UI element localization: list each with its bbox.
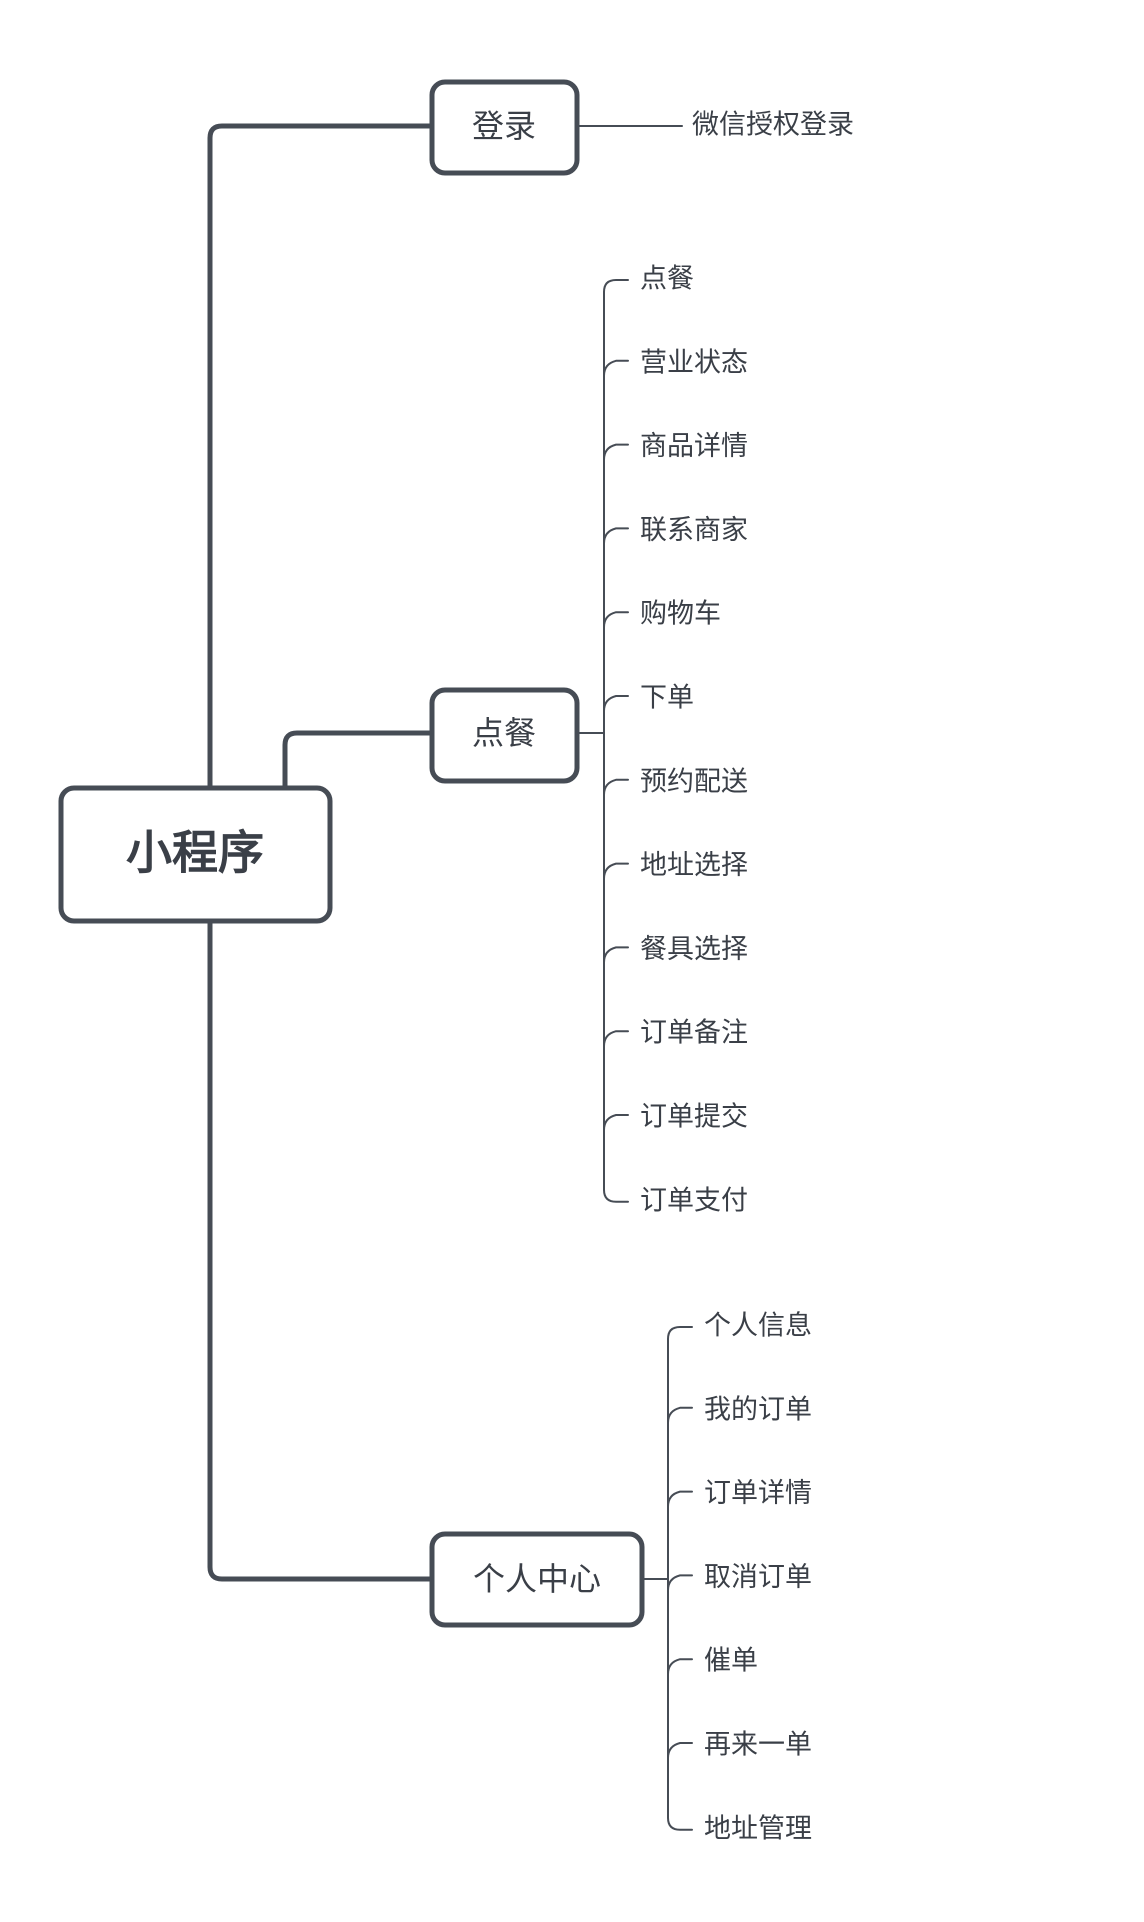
order-leaf-connector <box>603 1114 629 1131</box>
order-leaf-connector <box>603 1188 629 1203</box>
personal-leaf-label[interactable]: 个人信息 <box>704 1311 812 1342</box>
order-leaf-connector <box>603 611 629 629</box>
branch-node-login[interactable]: 登录 <box>429 79 580 176</box>
connector-root-to-order <box>282 730 438 799</box>
order-leaf-label[interactable]: 预约配送 <box>640 766 748 797</box>
branch-node-login-box <box>429 79 580 176</box>
personal-leaf-connector <box>667 1574 693 1592</box>
personal-leaf-label[interactable]: 取消订单 <box>704 1562 812 1593</box>
order-leaf-connector <box>603 359 629 377</box>
personal-leaf-connector <box>667 1326 693 1340</box>
branch-node-personal[interactable]: 个人中心 <box>429 1531 645 1628</box>
order-leaf-label[interactable]: 营业状态 <box>640 347 748 378</box>
branch-node-login-label: 登录 <box>472 107 536 145</box>
order-leaf-connector <box>603 695 629 712</box>
personal-leaf-connector <box>667 1406 693 1424</box>
order-leaf-label[interactable]: 订单支付 <box>640 1185 748 1216</box>
order-leaf-label[interactable]: 地址选择 <box>640 850 748 881</box>
order-leaf-label[interactable]: 订单提交 <box>640 1102 748 1133</box>
branch-node-personal-box <box>429 1531 645 1628</box>
order-leaf-connector <box>603 527 629 545</box>
root-node-label: 小程序 <box>126 826 264 880</box>
order-leaf-connector <box>603 862 629 880</box>
personal-leaf-label[interactable]: 地址管理 <box>704 1813 812 1844</box>
order-leaf-label[interactable]: 餐具选择 <box>640 934 748 965</box>
personal-leaf-label[interactable]: 再来一单 <box>704 1730 812 1761</box>
order-leaf-connector <box>603 778 629 796</box>
root-node-box <box>58 785 333 924</box>
connector-root-to-login <box>207 123 438 799</box>
order-leaf-connector <box>603 1030 629 1048</box>
connector-root-to-personal <box>207 918 438 1582</box>
root-node[interactable]: 小程序 <box>58 785 333 924</box>
order-leaf-connector <box>603 443 629 461</box>
order-leaf-label[interactable]: 商品详情 <box>640 431 748 462</box>
branch-node-personal-label: 个人中心 <box>473 1560 601 1598</box>
branch-node-order[interactable]: 点餐 <box>429 687 580 784</box>
branch-node-order-label: 点餐 <box>472 714 536 752</box>
order-leaf-connector <box>603 279 629 293</box>
leaf-login-wechat-auth[interactable]: 微信授权登录 <box>692 110 854 141</box>
personal-leaf-label[interactable]: 我的订单 <box>704 1394 812 1425</box>
personal-leaf-connector <box>667 1490 693 1508</box>
order-leaf-group: 点餐营业状态商品详情联系商家购物车下单预约配送地址选择餐具选择订单备注订单提交订… <box>603 264 748 1216</box>
order-leaf-label[interactable]: 购物车 <box>640 599 721 630</box>
order-leaf-label[interactable]: 点餐 <box>640 264 694 295</box>
order-leaf-label[interactable]: 订单备注 <box>640 1018 748 1049</box>
order-leaf-label[interactable]: 下单 <box>640 683 694 714</box>
personal-leaf-label[interactable]: 订单详情 <box>704 1478 812 1509</box>
personal-leaf-connector <box>667 1816 693 1831</box>
personal-leaf-label[interactable]: 催单 <box>704 1646 758 1677</box>
order-leaf-connector <box>603 946 629 964</box>
order-leaf-label[interactable]: 联系商家 <box>640 515 748 546</box>
personal-leaf-connector <box>667 1658 693 1676</box>
personal-leaf-connector <box>667 1742 693 1759</box>
branch-node-order-box <box>429 687 580 784</box>
